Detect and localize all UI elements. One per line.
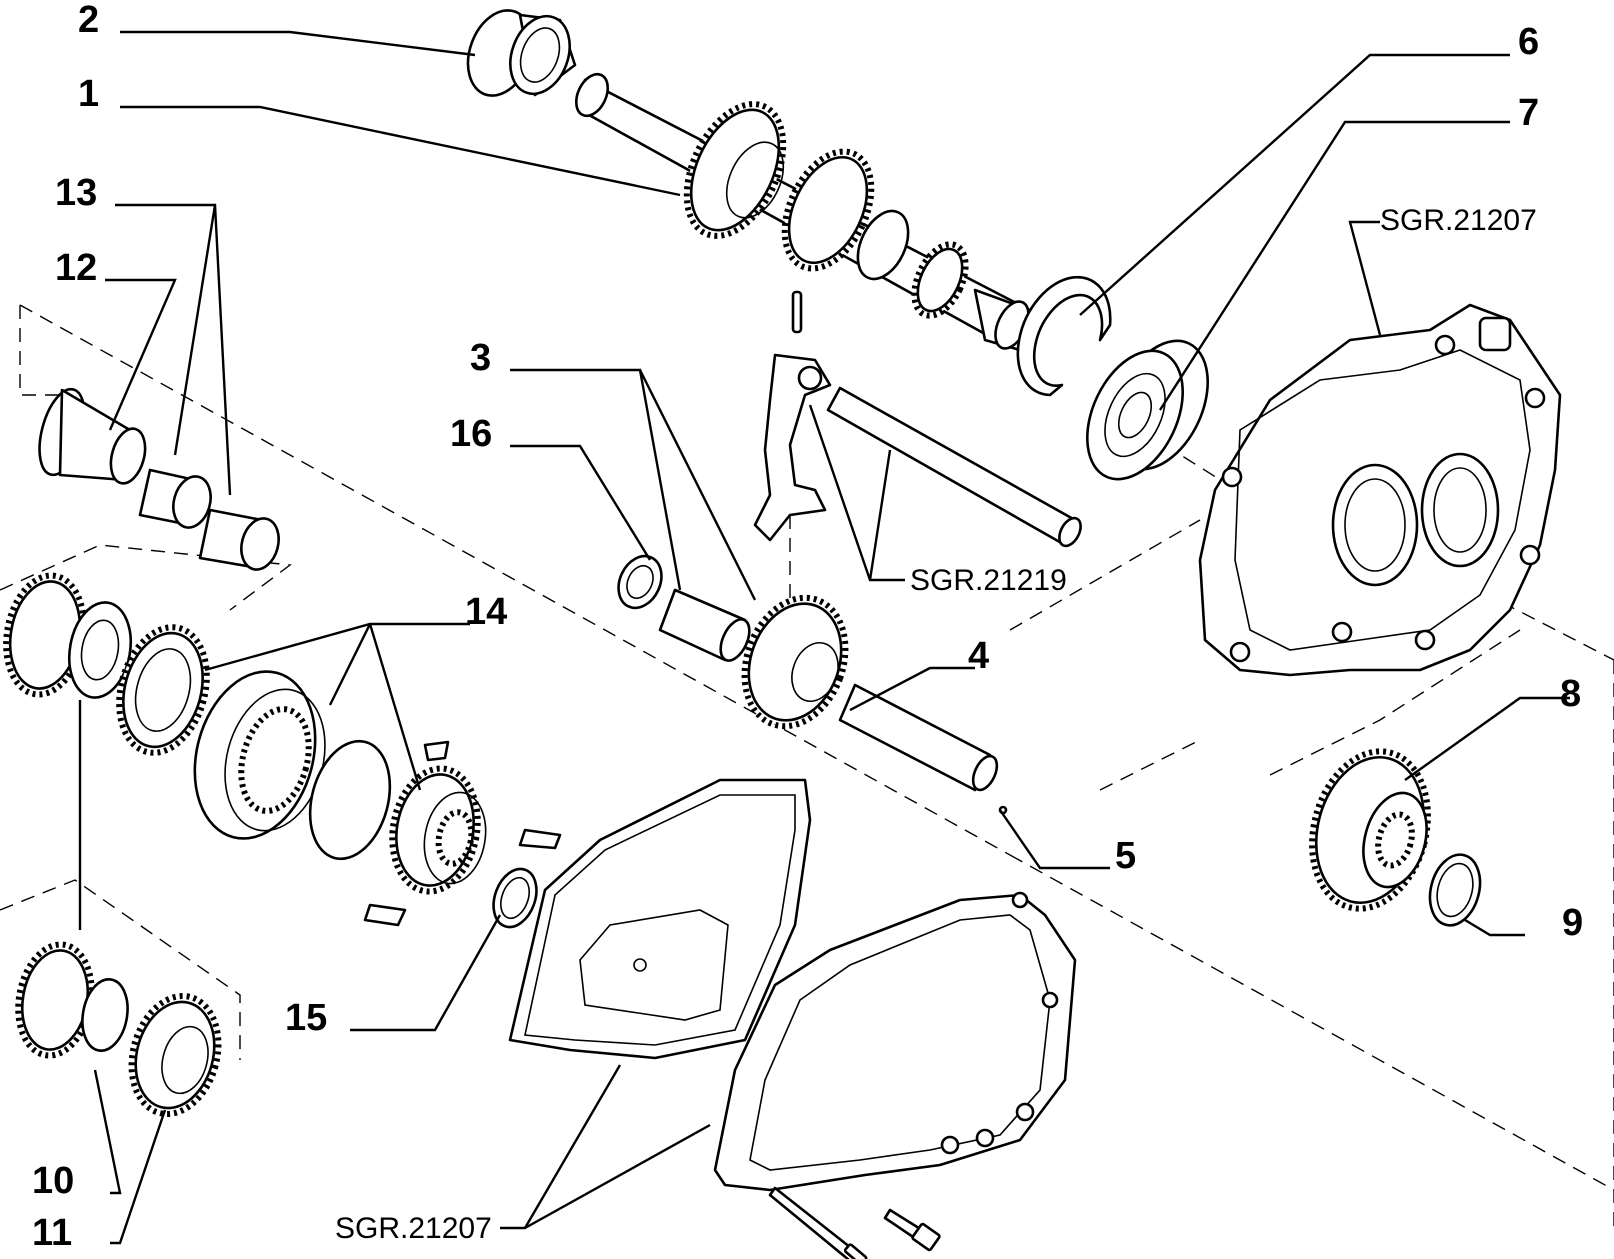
ref-cover: SGR.21207	[335, 1212, 492, 1245]
cover-gasket	[508, 778, 812, 1060]
part-4-pin	[838, 683, 999, 792]
callout-1: 1	[78, 73, 99, 115]
callout-15: 15	[285, 997, 327, 1039]
part-10-gear	[15, 941, 129, 1059]
part-15-ring	[492, 867, 538, 929]
callout-14: 14	[465, 591, 507, 633]
part-14-synchro-ring	[116, 624, 210, 756]
part-2-needle-bearing	[466, 9, 577, 97]
leader-lines	[78, 30, 1570, 1245]
part-12-sleeve	[38, 387, 147, 485]
callout-6: 6	[1518, 21, 1539, 63]
callout-4: 4	[968, 635, 989, 677]
part-1-main-shaft	[574, 72, 1032, 352]
part-13-needle-bearing-b	[198, 508, 280, 571]
part-8-gear	[1309, 748, 1431, 912]
part-16-washer	[617, 554, 663, 610]
shift-fork-and-rod	[753, 290, 1082, 548]
ref-fork: SGR.21219	[910, 564, 1067, 597]
callout-9: 9	[1562, 902, 1583, 944]
callout-12: 12	[55, 247, 97, 289]
part-11-synchro-ring	[128, 993, 222, 1117]
reference-labels: SGR.21207 SGR.21219 SGR.21207	[335, 204, 1537, 1245]
callout-3: 3	[470, 337, 491, 379]
callout-8: 8	[1560, 673, 1581, 715]
rear-cover	[713, 891, 1077, 1192]
part-14-synchro-sleeve	[193, 670, 326, 840]
callout-13: 13	[55, 172, 97, 214]
part-13-needle-bearing-a	[138, 468, 212, 529]
callout-10: 10	[32, 1160, 74, 1202]
part-3-sleeve	[658, 588, 751, 662]
callout-5: 5	[1115, 835, 1136, 877]
part-3-gear	[741, 594, 849, 730]
part-14-spring	[308, 739, 392, 861]
left-gear	[3, 572, 132, 699]
part-14-hub	[363, 740, 562, 927]
callout-11: 11	[32, 1212, 72, 1254]
ref-housing: SGR.21207	[1380, 204, 1537, 237]
callout-labels: 2 1 13 12 3 16 14 4 5 15 10 11 6 7 8 9	[32, 0, 1583, 1254]
callout-7: 7	[1518, 92, 1539, 134]
part-9-circlip	[1428, 853, 1482, 927]
callout-16: 16	[450, 413, 492, 455]
callout-2: 2	[78, 0, 99, 41]
cover-bolts	[768, 1186, 941, 1259]
gearbox-housing	[1198, 303, 1562, 677]
part-7-ball-bearing	[1086, 339, 1209, 481]
part-6-circlip	[1016, 275, 1112, 397]
